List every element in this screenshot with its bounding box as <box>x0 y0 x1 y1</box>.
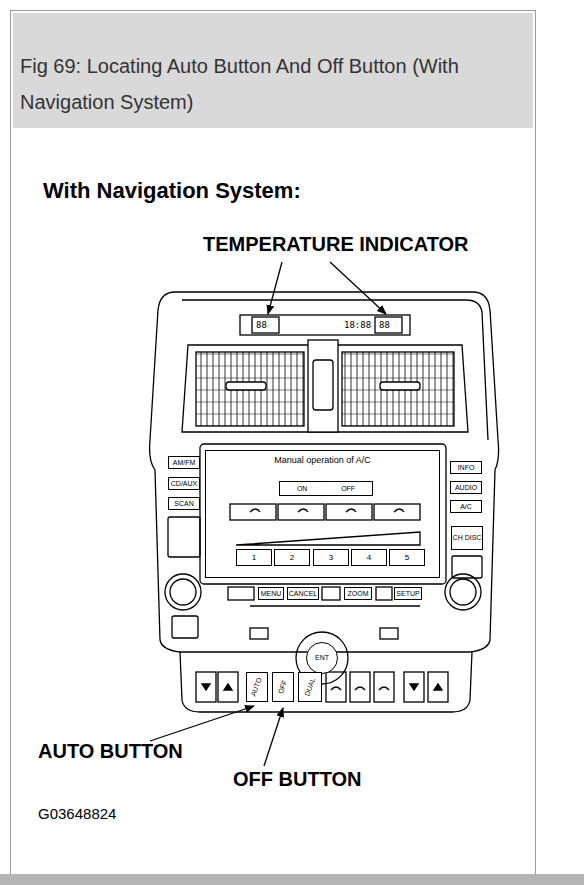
off-button: OFF <box>272 672 294 702</box>
button-label: CANCEL <box>289 590 317 598</box>
on-off-box: ON OFF <box>279 481 373 496</box>
auto-button: AUTO <box>246 672 268 702</box>
button-label: SETUP <box>396 590 419 598</box>
setup-button: SETUP <box>394 587 422 600</box>
fan-speed-box: 2 <box>274 549 310 566</box>
dual-button: DUAL <box>298 672 322 702</box>
figure-title: Fig 69: Locating Auto Button And Off But… <box>20 48 460 120</box>
radio-button: SCAN <box>168 497 200 510</box>
button-label: 3 <box>329 554 333 562</box>
button-label: AM/FM <box>173 459 196 467</box>
button-label: 2 <box>290 554 294 562</box>
temperature-digits: 88 <box>256 320 267 331</box>
radio-button: AM/FM <box>168 456 200 469</box>
button-label: ON <box>297 485 308 493</box>
button-label: SCAN <box>174 500 193 508</box>
button-label: A/C <box>460 503 472 511</box>
button-label: INFO <box>458 464 475 472</box>
fan-speed-box: 1 <box>236 549 272 566</box>
audio-button: AUDIO <box>450 481 482 494</box>
button-label: ENT <box>315 654 329 662</box>
info-button: INFO <box>450 461 482 474</box>
cancel-button: CANCEL <box>287 587 319 600</box>
clock-digits: 18:88 <box>344 320 371 331</box>
enter-dial: ENT <box>306 642 338 674</box>
button-label: ZOOM <box>348 590 369 598</box>
button-label: OFF <box>341 485 355 493</box>
navigation-screen: Manual operation of A/C ON OFF 1 2 3 4 5 <box>205 450 440 578</box>
figure-code: G03648824 <box>38 805 116 822</box>
window-bar <box>0 874 584 885</box>
callout-label: TEMPERATURE INDICATOR <box>203 233 469 255</box>
fan-speed-box: 4 <box>351 549 387 566</box>
subtitle: With Navigation System: <box>43 179 301 203</box>
button-label: AUDIO <box>455 484 477 492</box>
callout-label: AUTO BUTTON <box>38 740 183 762</box>
radio-button: CD/AUX <box>168 477 200 490</box>
temperature-digits: 88 <box>379 320 390 331</box>
button-label: 5 <box>405 554 409 562</box>
button-label: Manual operation of A/C <box>274 455 371 466</box>
fan-speed-box: 5 <box>389 549 425 566</box>
button-label: AUTO <box>250 677 264 698</box>
menu-button: MENU <box>258 587 284 600</box>
button-label: DUAL <box>303 677 317 697</box>
fan-speed-box: 3 <box>313 549 349 566</box>
button-label: CD/AUX <box>171 480 197 488</box>
disc-button: CH DISC <box>451 526 484 550</box>
button-label: CH DISC <box>453 534 482 542</box>
button-label: OFF <box>277 679 289 695</box>
button-label: 1 <box>252 554 256 562</box>
ac-button: A/C <box>450 500 482 513</box>
callout-label: OFF BUTTON <box>233 768 362 790</box>
button-label: 4 <box>367 554 371 562</box>
zoom-button: ZOOM <box>344 587 372 600</box>
button-label: MENU <box>261 590 282 598</box>
